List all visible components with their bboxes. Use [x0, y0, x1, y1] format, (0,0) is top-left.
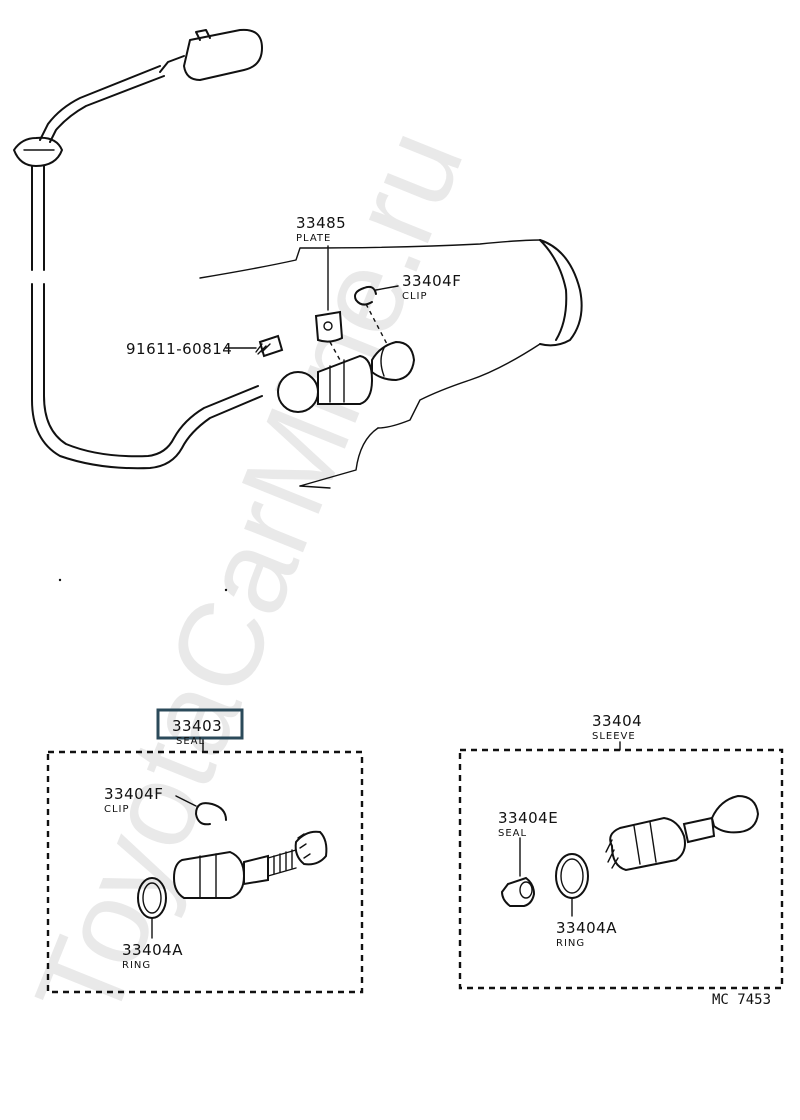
clip-part [354, 285, 399, 347]
seal-group-ring-part [137, 877, 167, 939]
seal-group-clip-name: CLIP [104, 804, 130, 815]
bolt-part [225, 334, 284, 358]
plate-name: PLATE [296, 233, 331, 244]
plate-part [314, 245, 344, 361]
sleeve-group-ring-number: 33404A [556, 919, 617, 937]
clip-number: 33404F [402, 272, 461, 290]
seal-group-name: SEAL [176, 736, 205, 747]
sleeve-group-number: 33404 [592, 712, 642, 730]
driven-gear-assembly [277, 340, 416, 413]
sleeve-group-seal-name: SEAL [498, 828, 527, 839]
plate-number: 33485 [296, 214, 346, 232]
seal-group-clip-part [175, 795, 227, 826]
seal-group-number: 33403 [172, 717, 222, 735]
seal-group-highlight [156, 708, 244, 740]
seal-group-ring-number: 33404A [122, 941, 183, 959]
sleeve-group-name: SLEEVE [592, 731, 636, 742]
sleeve-group-body [605, 794, 760, 872]
seal-group-box [46, 750, 364, 994]
watermark: ToyotaCarMine.ru [10, 111, 489, 1039]
seal-group-ring-name: RING [122, 960, 151, 971]
bolt-number: 91611-60814 [126, 340, 232, 358]
sleeve-group-ring-name: RING [556, 938, 585, 949]
sleeve-group-ring-part [555, 853, 589, 917]
sleeve-group-box [458, 748, 784, 990]
seal-group-clip-number: 33404F [104, 785, 163, 803]
sleeve-group-seal-number: 33404E [498, 809, 558, 827]
speedometer-cable [13, 28, 263, 470]
drawing-reference: MC 7453 [712, 992, 771, 1008]
transmission-housing [199, 239, 583, 489]
seal-group-body [172, 830, 328, 899]
sleeve-group-seal-part [500, 837, 536, 907]
clip-name: CLIP [402, 291, 428, 302]
